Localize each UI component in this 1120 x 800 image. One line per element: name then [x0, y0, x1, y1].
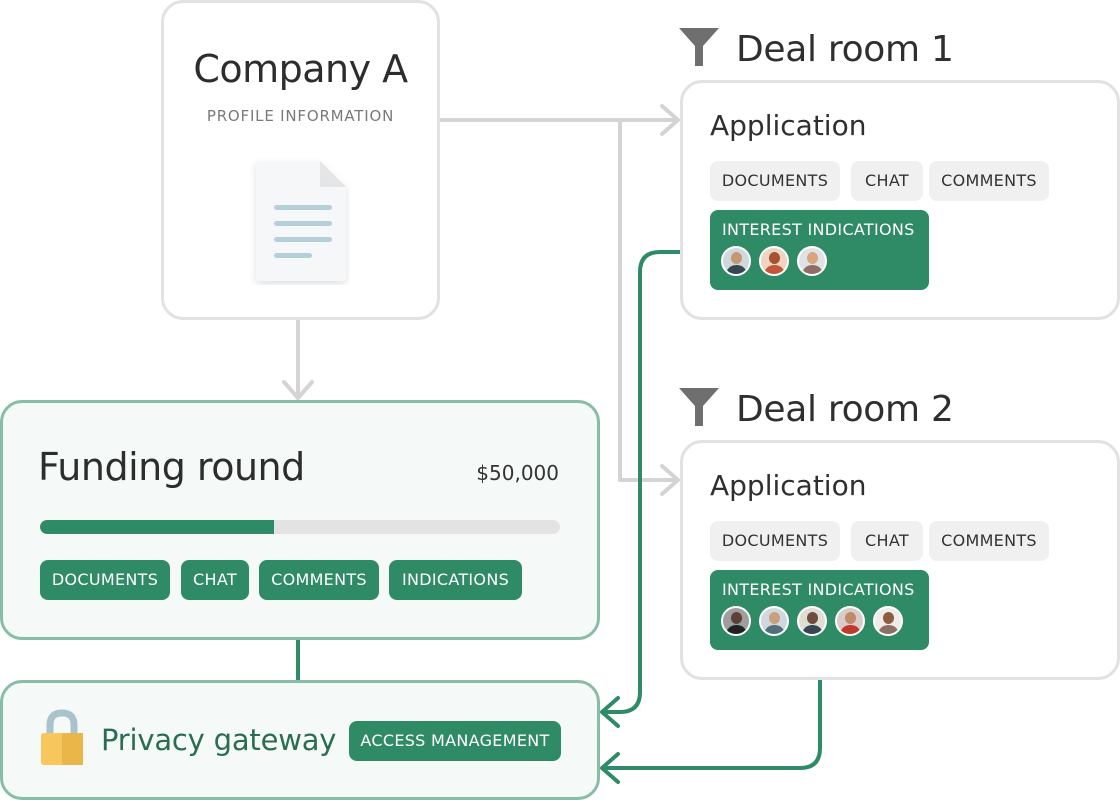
arrowhead-deal-room-1 [660, 104, 680, 136]
avatar[interactable] [873, 606, 903, 636]
funding-progress-fill [40, 520, 274, 534]
privacy-gateway-title: Privacy gateway [101, 723, 337, 757]
avatar[interactable] [797, 246, 827, 276]
funnel-icon [678, 386, 720, 432]
access-management-button[interactable]: ACCESS MANAGEMENT [349, 721, 561, 761]
interest-indications-box[interactable]: INTEREST INDICATIONS [710, 570, 929, 650]
application-title: Application [710, 109, 867, 142]
connector-company-to-deal-room-2 [618, 118, 678, 482]
funding-title: Funding round [38, 445, 305, 489]
deal-room-2-card: Application DOCUMENTS CHAT COMMENTS INTE… [680, 440, 1120, 680]
deal-room-1-heading: Deal room 1 [678, 26, 954, 72]
company-card: Company A PROFILE INFORMATION [161, 0, 440, 320]
indications-chip[interactable]: INDICATIONS [389, 560, 522, 600]
connector-interest-1-to-privacy [602, 250, 712, 714]
chat-chip[interactable]: CHAT [181, 560, 249, 600]
arrowhead-privacy-2 [600, 752, 620, 784]
avatar[interactable] [721, 606, 751, 636]
interest-indications-label: INTEREST INDICATIONS [722, 220, 915, 239]
documents-chip[interactable]: DOCUMENTS [40, 560, 170, 600]
funding-round-card: Funding round $50,000 DOCUMENTS CHAT COM… [0, 400, 600, 640]
deal-room-1-card: Application DOCUMENTS CHAT COMMENTS INTE… [680, 80, 1120, 320]
avatar[interactable] [759, 246, 789, 276]
company-subtitle: PROFILE INFORMATION [206, 107, 395, 125]
documents-chip[interactable]: DOCUMENTS [710, 161, 840, 201]
connector-interest-2-to-privacy [602, 648, 822, 770]
avatar-group [721, 246, 827, 276]
funnel-icon [678, 26, 720, 72]
deal-room-2-heading: Deal room 2 [678, 386, 954, 432]
avatar-group [721, 606, 903, 636]
comments-chip[interactable]: COMMENTS [929, 521, 1049, 561]
chat-chip[interactable]: CHAT [851, 161, 923, 201]
avatar[interactable] [759, 606, 789, 636]
interest-indications-box[interactable]: INTEREST INDICATIONS [710, 210, 929, 290]
arrowhead-funding [282, 380, 314, 400]
arrowhead-privacy-1 [600, 696, 620, 728]
chat-chip[interactable]: CHAT [851, 521, 923, 561]
arrowhead-deal-room-2 [660, 464, 680, 496]
privacy-gateway-card: Privacy gateway ACCESS MANAGEMENT [0, 680, 600, 800]
deal-room-2-title: Deal room 2 [736, 388, 954, 430]
application-title: Application [710, 469, 867, 502]
deal-room-1-title: Deal room 1 [736, 28, 954, 70]
comments-chip[interactable]: COMMENTS [929, 161, 1049, 201]
documents-chip[interactable]: DOCUMENTS [710, 521, 840, 561]
funding-progress-bar [40, 520, 560, 534]
avatar[interactable] [835, 606, 865, 636]
company-title: Company A [193, 47, 408, 91]
avatar[interactable] [797, 606, 827, 636]
avatar[interactable] [721, 246, 751, 276]
funding-amount: $50,000 [476, 461, 559, 485]
interest-indications-label: INTEREST INDICATIONS [722, 580, 915, 599]
document-icon [250, 155, 350, 289]
lock-icon [39, 709, 85, 771]
comments-chip[interactable]: COMMENTS [259, 560, 379, 600]
